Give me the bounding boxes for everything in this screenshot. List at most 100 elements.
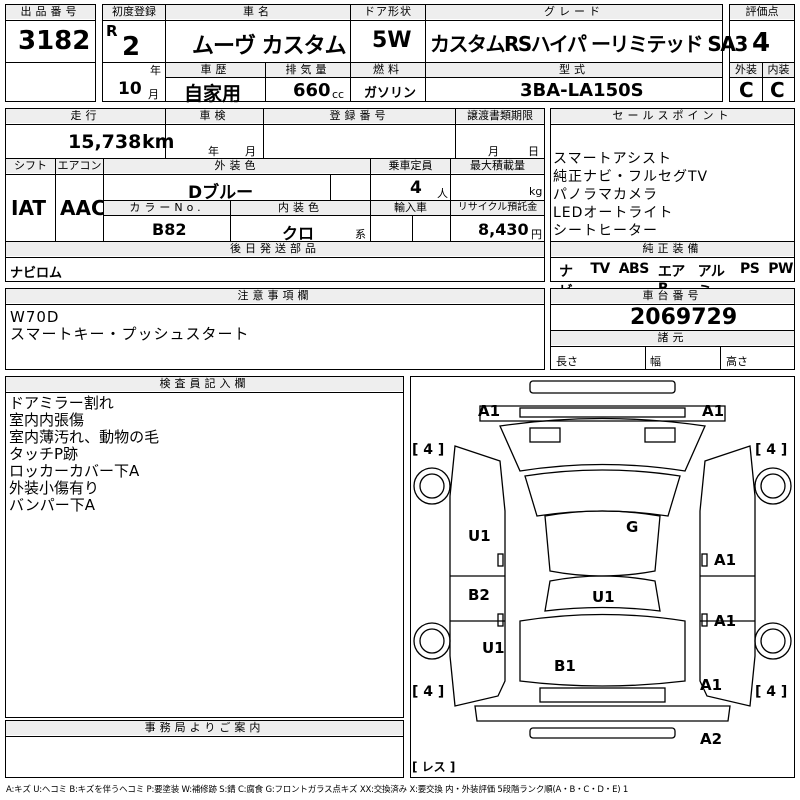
notes-label: 注意事項欄 [6,289,544,303]
capacity: 4 [410,178,422,198]
inspector-line: タッチP跡 [9,445,79,463]
dims-label: 諸元 [551,331,794,345]
reg-month: 10 [118,79,142,99]
equip-item: TV [590,261,610,277]
fuel-label: 燃料 [351,63,425,77]
mileage-unit: km [142,131,175,153]
sales-label: セールスポイント [551,109,794,123]
office-label: 事務局よりご案内 [6,721,403,735]
lot-label: 出品番号 [6,5,95,19]
mark-left-rear-door: B2 [468,586,490,604]
inspection-month: 月 [245,145,256,158]
car-diagram: A1 A1 G U1 B2 U1 U1 B1 A1 A1 A1 A2 [ 4 ]… [412,380,792,774]
history-label: 車歴 [166,63,265,77]
era: R [106,22,118,40]
capacity-label: 乗車定員 [371,159,450,173]
history: 自家用 [184,83,242,105]
recycle-label: リサイクル預託金 [451,201,544,215]
lot-number: 3182 [18,26,91,56]
length-label: 長さ [556,355,578,368]
doors: 5W [372,28,412,53]
mileage: 15,738 [68,131,142,153]
capacity-unit: 人 [437,187,448,200]
mark-front-left: A1 [478,402,500,420]
inspector-line: 外装小傷有り [9,479,100,497]
fuel: ガソリン [364,86,417,101]
grade: カスタムRSハイパ ーリミテッド SA3 [430,32,748,56]
note-line: W70D [10,308,60,326]
tire-front-left: [ 4 ] [412,442,444,458]
mark-front-right: A1 [702,402,724,420]
tire-front-right: [ 4 ] [755,442,787,458]
equip-item: ABS [618,261,650,277]
mark-left-front-door: U1 [468,527,491,545]
equip-label: 純正装備 [551,242,794,256]
equip-item: PS [739,261,760,277]
sales-point: LEDオートライト [553,205,674,221]
colorno: B82 [152,220,187,239]
transfer-label: 譲渡書類期限 [456,109,544,123]
ac-label: エアコン [56,159,103,173]
reg-year: 2 [122,32,141,62]
year-unit: 年 [150,64,161,77]
cc-label: 排気量 [266,63,350,77]
inspector-line: ロッカーカバー下A [9,462,140,480]
load-label: 最大積載量 [451,159,544,173]
height-label: 高さ [726,355,748,368]
mark-rear: A2 [700,730,722,748]
tire-rear-right: [ 4 ] [755,684,787,700]
inspection-year: 年 [208,145,219,158]
ext-grade: C [739,78,754,102]
grade-label: グレード [426,5,722,19]
lot-box [5,4,96,102]
mark-rear-center: B1 [554,657,576,675]
import-label: 輸入車 [371,201,450,215]
notes-lines: W70D スマートキー・プッシュスタート [10,309,250,343]
sales-point: パノラマカメラ [553,187,658,203]
doors-label: ドア形状 [351,5,425,19]
model-label: 車名 [166,5,350,19]
diagram-box [410,376,795,778]
sales-points: スマートアシスト 純正ナビ・フルセグTV パノラマカメラ LEDオートライト シ… [553,150,793,240]
office-box [5,720,404,778]
mark-left-rear: U1 [482,639,505,657]
tire-rear-left: [ 4 ] [412,684,444,700]
sales-box [550,108,795,282]
load-unit: kg [529,185,543,198]
sales-point: スマートアシスト [553,151,673,167]
transfer-day: 日 [528,145,539,158]
int-grade: C [770,78,785,102]
mark-right-front: A1 [714,551,736,569]
notes-box [5,288,545,370]
equip-item: PW [768,261,793,277]
inspector-label: 検査員記入欄 [6,377,403,391]
chassis-box [550,288,795,370]
later-parts-label: 後日発送部品 [6,242,544,256]
color: Dブルー [188,183,254,203]
inspector-box [5,376,404,718]
inspection-label: 車検 [166,109,263,123]
inspector-line: ドアミラー割れ [9,394,114,412]
regno-label: 登録番号 [264,109,455,123]
mileage-label: 走行 [6,109,165,123]
inspector-line: 室内内張傷 [9,411,85,429]
chassis-label: 車台番号 [551,289,794,303]
shift-label: シフト [6,159,55,173]
later-parts: ナビロム [10,266,63,281]
month-unit: 月 [148,88,159,101]
int-label: 内装 [763,63,794,77]
transfer-month: 月 [488,145,499,158]
inspector-line: 室内薄汚れ、動物の毛 [9,428,160,446]
colorno-label: カラーNo. [104,201,230,215]
sales-point: 純正ナビ・フルセグTV [553,169,709,185]
mark-roof: G [626,518,638,536]
intcolor-label: 内装色 [231,201,370,215]
vehicle-info-box [5,108,545,282]
note-line: スマートキー・プッシュスタート [10,325,250,343]
cc-unit: cc [332,88,345,101]
width-label: 幅 [650,355,661,368]
color-label: 外装色 [104,159,370,173]
first-reg-label: 初度登録 [103,5,165,19]
inspector-lines: ドアミラー割れ 室内内張傷 室内薄汚れ、動物の毛 タッチP跡 ロッカーカバー下A… [9,395,159,514]
header-box [102,4,723,102]
